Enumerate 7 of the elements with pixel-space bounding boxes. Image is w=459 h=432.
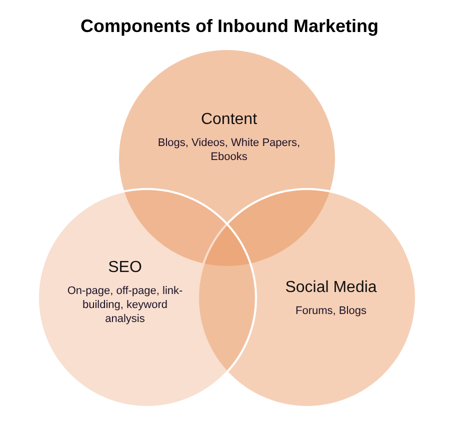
circle-heading: Content [200,110,258,130]
circle-heading: Social Media [285,278,377,298]
circle-description: Forums, Blogs [296,304,366,318]
circle-description: On-page, off-page, link-building, keyword analysis [66,284,184,326]
diagram-title: Components of Inbound Marketing [80,15,378,38]
circle-heading: SEO [108,258,142,278]
circle-description: Blogs, Videos, White Papers, Ebooks [156,136,302,164]
